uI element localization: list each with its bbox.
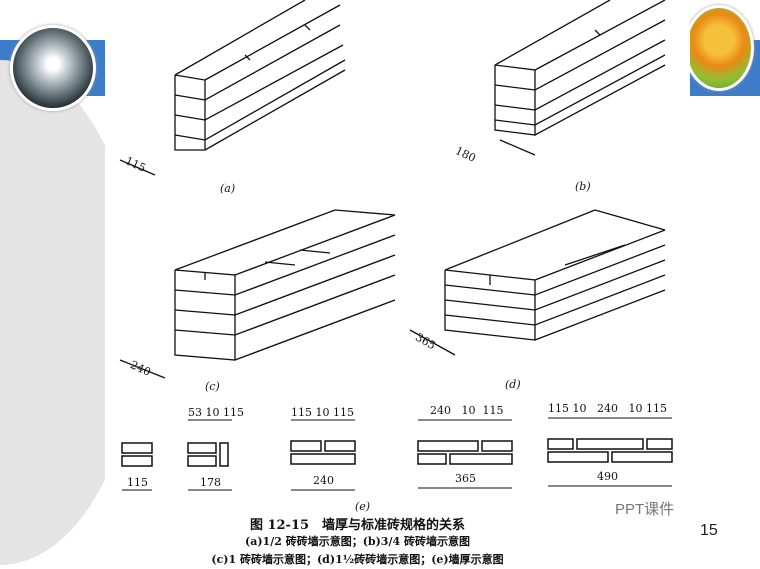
wall-sections: [121, 438, 673, 467]
sections-label: (e): [355, 500, 371, 513]
brick-wall-drawings: [119, 0, 673, 491]
section-dimension-lines: [122, 417, 672, 491]
section-top-3: 115 10 115: [291, 406, 354, 419]
section-top-5: 115 10 240 10 115: [548, 402, 667, 415]
figure-caption-title: 图 12-15 墙厚与标准砖规格的关系: [249, 518, 466, 533]
watermark: PPT课件: [615, 501, 675, 518]
section-bottom-1: 115: [127, 476, 148, 489]
panel-label-c: (c): [205, 380, 220, 393]
panel-label-d: (d): [505, 378, 521, 391]
section-bottom-2: 178: [200, 476, 221, 489]
figure-caption-line2: (c)1 砖砖墙示意图；(d)1½砖砖墙示意图；(e)墙厚示意图: [211, 553, 504, 566]
wall-c: [174, 209, 396, 361]
figure-caption-line1: (a)1/2 砖砖墙示意图；(b)3/4 砖砖墙示意图: [245, 535, 470, 548]
panel-label-b: (b): [575, 180, 591, 193]
tulip-image: [684, 5, 754, 91]
section-bottom-5: 490: [597, 470, 618, 483]
wall-b: [494, 0, 666, 136]
section-top-2: 53 10 115: [188, 406, 244, 419]
page-number: 15: [700, 522, 718, 539]
brick-wall-figure: (a) (b) (c) (d) 115 180 240 365 53 10 11…: [105, 0, 690, 569]
dandelion-image: [10, 25, 96, 111]
section-top-4: 240 10 115: [430, 404, 504, 417]
wall-a: [174, 0, 346, 151]
panel-label-a: (a): [220, 182, 236, 195]
section-bottom-4: 365: [455, 472, 476, 485]
section-bottom-3: 240: [313, 474, 334, 487]
wall-d: [444, 209, 666, 341]
